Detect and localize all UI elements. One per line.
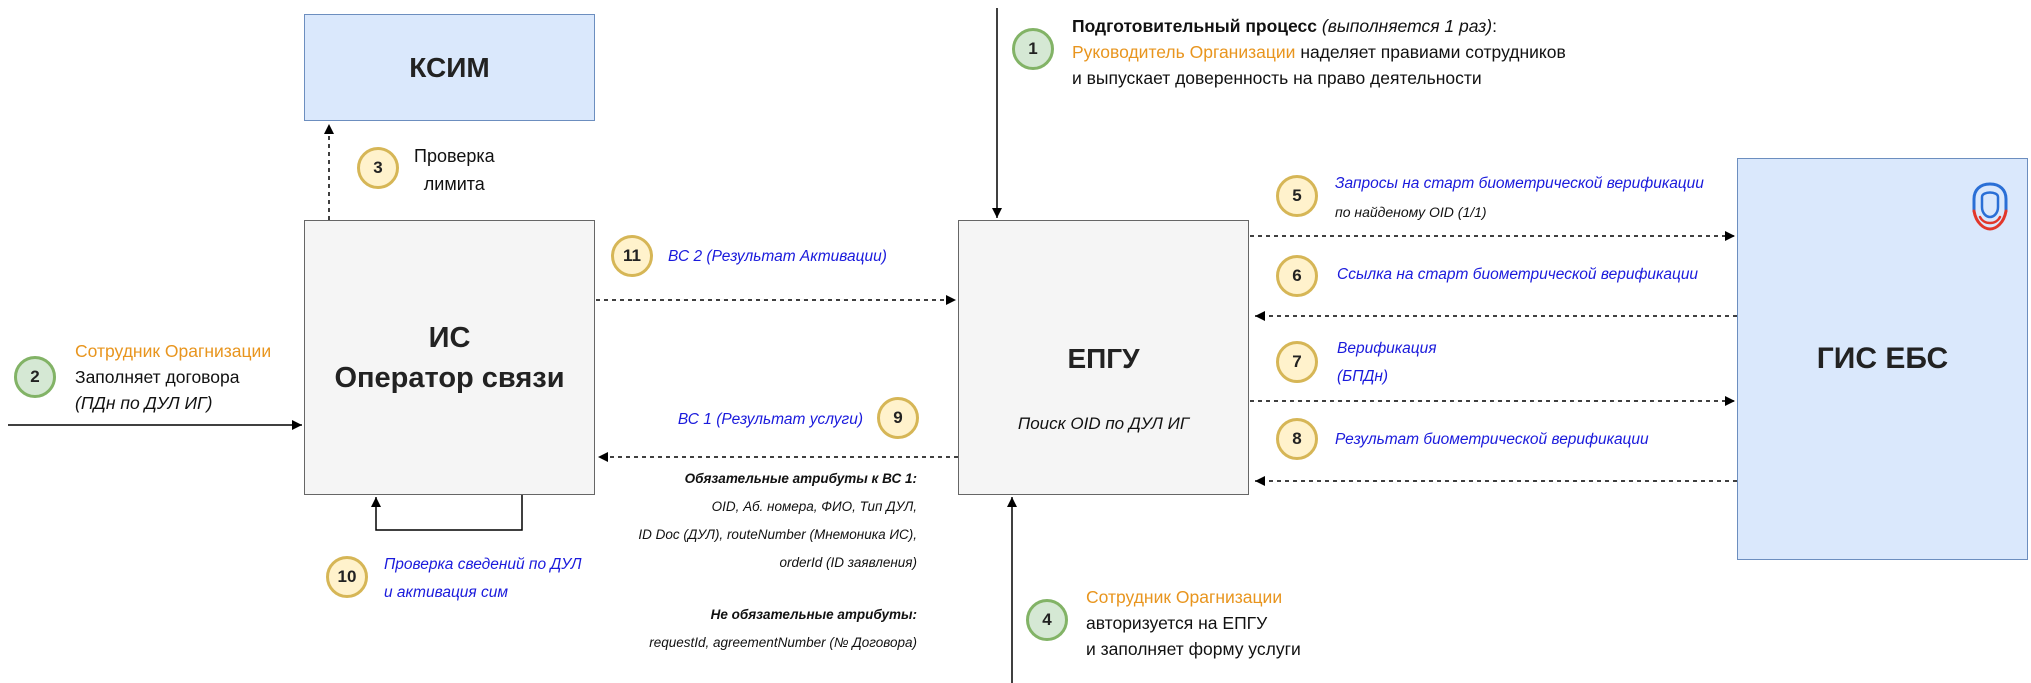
step-10-line-2: и активация сим (384, 584, 509, 601)
step-4-text: Сотрудник Орагнизации авторизуется на ЕП… (1086, 584, 1301, 662)
required-attributes-line-2: ID Doc (ДУЛ), routeNumber (Мнемоника ИС)… (638, 527, 917, 542)
step-6-label: Ссылка на старт биометрической верификац… (1337, 266, 1699, 283)
step-1-colon: : (1492, 16, 1497, 36)
step-2-line-3: (ПДн по ДУЛ ИГ) (75, 393, 213, 413)
step-4-role: Сотрудник Орагнизации (1086, 587, 1283, 607)
step-10-badge: 10 (326, 556, 368, 598)
step-4-line-2: авторизуется на ЕПГУ (1086, 613, 1268, 633)
ksim-box: КСИМ (304, 14, 595, 121)
step-7-badge: 7 (1276, 341, 1318, 383)
step-7-line-1: Верификация (1337, 340, 1437, 357)
attributes-note: Обязательные атрибуты к ВС 1: OID, Аб. н… (638, 465, 917, 657)
step-7-text: Верификация (БПДн) (1337, 335, 1436, 391)
step-11-badge: 11 (611, 235, 653, 277)
is-operator-box: ИС Оператор связи (304, 220, 595, 495)
step-1-badge: 1 (1012, 28, 1054, 70)
step-8-label: Результат биометрической верификации (1335, 431, 1649, 448)
step-5-badge: 5 (1276, 175, 1318, 217)
required-attributes-line-1: OID, Аб. номера, ФИО, Тип ДУЛ, (711, 499, 917, 514)
step-10-text: Проверка сведений по ДУЛ и активация сим (384, 551, 581, 607)
step-3-line-1: Проверка (414, 146, 495, 166)
step-3-text: Проверка лимита (414, 142, 495, 198)
step-4-line-3: и заполняет форму услуги (1086, 639, 1301, 659)
step-1-role: Руководитель Организации (1072, 42, 1296, 62)
step-9-badge: 9 (877, 397, 919, 439)
biometric-face-icon (1972, 182, 2008, 231)
step-1-text: Подготовительный процесс (выполняется 1 … (1072, 13, 1566, 91)
step-7-line-2: (БПДн) (1337, 368, 1389, 385)
step-1-action: наделяет правиами сотрудников (1300, 42, 1566, 62)
ksim-title: КСИМ (409, 51, 490, 83)
step-2-role: Сотрудник Орагнизации (75, 341, 272, 361)
step-11-label: ВС 2 (Результат Активации) (668, 248, 887, 265)
optional-attributes-line-1: requestId, agreementNumber (№ Договора) (649, 635, 917, 650)
step-10-line-1: Проверка сведений по ДУЛ (384, 556, 582, 573)
gis-ebs-title: ГИС ЕБС (1816, 342, 1949, 375)
step-5-line-1: Запросы на старт биометрической верифика… (1335, 175, 1704, 192)
required-attributes-title: Обязательные атрибуты к ВС 1: (684, 471, 917, 486)
step-3-badge: 3 (357, 147, 399, 189)
step-1-line-2: Руководитель Организации наделяет правиа… (1072, 39, 1566, 65)
epgu-subtitle: Поиск OID по ДУЛ ИГ (1017, 414, 1190, 433)
step-5-line-2: по найденому OID (1/1) (1335, 204, 1487, 220)
step-2-text: Сотрудник Орагнизации Заполняет договора… (75, 338, 271, 416)
is-subtitle: Оператор связи (334, 361, 565, 394)
step-5-text: Запросы на старт биометрической верифика… (1335, 170, 1704, 226)
step-6-badge: 6 (1276, 255, 1318, 297)
step-8-badge: 8 (1276, 418, 1318, 460)
step-1-line-3: и выпускает доверенность на право деятел… (1072, 68, 1482, 88)
arrow-is-self-loop (371, 495, 523, 531)
step-1-bold: Подготовительный процесс (1072, 16, 1317, 36)
step-1-line-1: Подготовительный процесс (выполняется 1 … (1072, 13, 1566, 39)
gis-ebs-box: ГИС ЕБС (1737, 158, 2028, 560)
step-3-line-2: лимита (423, 174, 485, 194)
is-title: ИС (428, 321, 471, 354)
step-4-badge: 4 (1026, 599, 1068, 641)
optional-attributes-title: Не обязательные атрибуты: (710, 607, 917, 622)
epgu-title: ЕПГУ (1067, 343, 1140, 374)
step-2-badge: 2 (14, 356, 56, 398)
step-2-line-2: Заполняет договора (75, 367, 240, 387)
required-attributes-line-3: orderId (ID заявления) (779, 555, 917, 570)
step-1-italic: (выполняется 1 раз) (1321, 16, 1493, 36)
epgu-box: ЕПГУ Поиск OID по ДУЛ ИГ (958, 220, 1249, 495)
step-9-label: ВС 1 (Результат услуги) (677, 411, 863, 428)
